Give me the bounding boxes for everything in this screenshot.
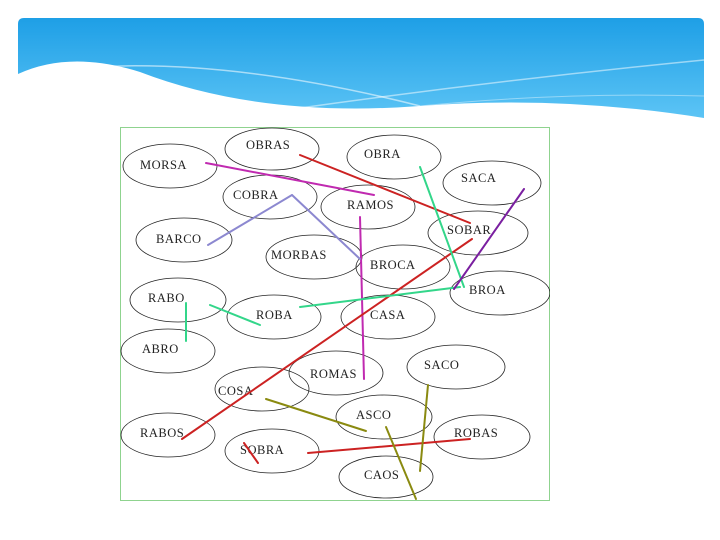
banner-shape xyxy=(18,18,704,118)
ellipse-broa xyxy=(449,270,550,316)
ellipse-roba xyxy=(226,294,322,340)
word-ellipse-diagram: MORSA OBRAS OBRA SACA COBRA RAMOS SOBAR … xyxy=(120,127,550,500)
word-broca: BROCA xyxy=(370,258,416,272)
link-rabo-roba xyxy=(209,304,261,326)
diagram-frame xyxy=(120,127,550,501)
word-roba: ROBA xyxy=(256,308,293,322)
word-robas: ROBAS xyxy=(454,426,498,440)
link-saca-casa xyxy=(453,188,525,290)
ellipse-sobra xyxy=(224,428,320,474)
header-banner xyxy=(18,18,705,118)
word-barco: BARCO xyxy=(156,232,202,246)
link-asco-caos xyxy=(385,426,417,500)
word-saca: SACA xyxy=(461,171,496,185)
link-rabos-sobra xyxy=(243,442,259,464)
word-broa: BROA xyxy=(469,283,506,297)
ellipse-broca xyxy=(355,244,451,290)
ellipse-caos xyxy=(338,455,434,499)
banner-swoosh-2 xyxy=(299,59,705,109)
banner-swoosh-3 xyxy=(419,94,705,107)
ellipse-saco xyxy=(406,344,506,390)
link-roba-broa xyxy=(299,286,461,308)
link-obras-sobar xyxy=(299,154,471,224)
word-rabos: RABOS xyxy=(140,426,184,440)
ellipse-saca xyxy=(442,160,542,206)
word-obra: OBRA xyxy=(364,147,401,161)
ellipse-cosa xyxy=(214,366,310,412)
link-barco-cobra xyxy=(207,194,293,246)
word-saco: SACO xyxy=(424,358,459,372)
word-ramos: RAMOS xyxy=(347,198,394,212)
word-asco: ASCO xyxy=(356,408,391,422)
ellipse-obra xyxy=(346,134,442,180)
word-morsa: MORSA xyxy=(140,158,187,172)
ellipse-rabo xyxy=(129,277,227,323)
word-casa: CASA xyxy=(370,308,405,322)
word-cobra: COBRA xyxy=(233,188,279,202)
word-sobar: SOBAR xyxy=(447,223,491,237)
ellipse-ramos xyxy=(320,184,416,230)
ellipse-romas xyxy=(288,350,384,396)
link-ramos-romas xyxy=(359,216,365,380)
word-obras: OBRAS xyxy=(246,138,290,152)
link-saco-caos xyxy=(419,384,429,472)
word-romas: ROMAS xyxy=(310,367,357,381)
ellipse-barco xyxy=(135,217,233,263)
ellipse-abro xyxy=(120,328,216,374)
link-cobra-broca xyxy=(291,194,361,260)
banner-swoosh-1 xyxy=(39,65,421,107)
link-sobra-robas xyxy=(307,438,471,454)
link-obra-broa xyxy=(419,166,465,288)
ellipse-obras xyxy=(224,127,320,171)
ellipse-robas xyxy=(433,414,531,460)
link-cosa-asco xyxy=(265,398,367,432)
ellipse-morbas xyxy=(265,234,363,280)
ellipse-asco xyxy=(335,394,433,440)
ellipse-rabos xyxy=(120,412,216,458)
word-caos: CAOS xyxy=(364,468,399,482)
word-abro: ABRO xyxy=(142,342,179,356)
word-rabo: RABO xyxy=(148,291,185,305)
link-morsa-ramos xyxy=(205,162,375,196)
word-morbas: MORBAS xyxy=(271,248,327,262)
link-sobar-rabos xyxy=(181,238,473,440)
word-cosa: COSA xyxy=(218,384,253,398)
